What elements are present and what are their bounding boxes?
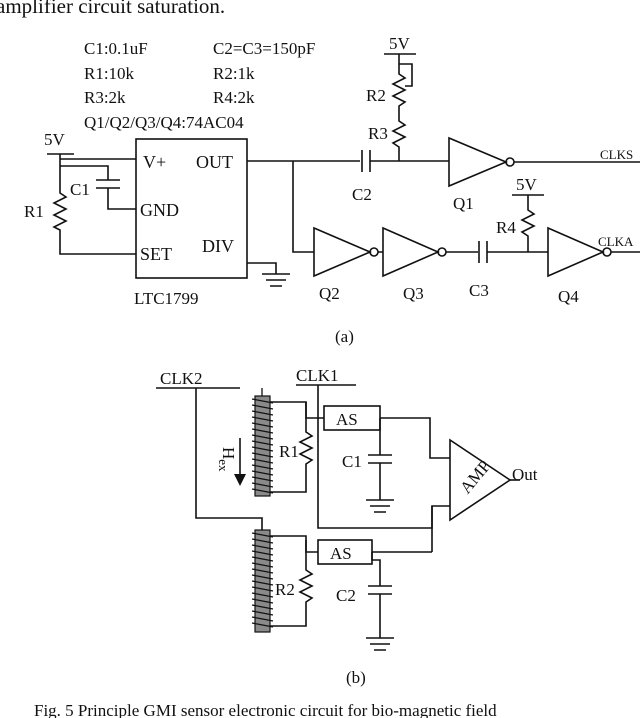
- resistor-r2-b: [270, 535, 314, 627]
- amp-label: AMP: [456, 457, 494, 497]
- capacitor-c2-b: [368, 506, 433, 638]
- chip-pin-set: SET: [140, 244, 172, 264]
- r2-wiper: [399, 63, 413, 87]
- output-clks: CLKS: [600, 147, 633, 162]
- chip-pin-div: DIV: [202, 236, 234, 256]
- label-r3: R3: [368, 124, 388, 143]
- resistor-r2-r3: [391, 54, 407, 161]
- label-c2-b: C2: [336, 586, 356, 605]
- output-clka: CLKA: [598, 234, 634, 249]
- label-q1: Q1: [453, 194, 474, 213]
- chip-pin-out: OUT: [196, 152, 233, 172]
- clk1-label: CLK1: [296, 366, 339, 385]
- resistor-r4: [520, 195, 536, 252]
- as2-label: AS: [330, 544, 352, 563]
- field-h-label: Hex: [216, 447, 238, 472]
- chip-name: LTC1799: [134, 289, 199, 308]
- panel-b: CLK2 CLK1 R1 Hex AS C1 AMP Out R2: [156, 366, 538, 687]
- wire-r1-as1: [305, 402, 324, 419]
- chip-pin-vplus: V+: [143, 152, 166, 172]
- param-inverters: Q1/Q2/Q3/Q4:74AC04: [84, 113, 244, 132]
- top-caption-fragment: amplifier circuit saturation.: [0, 0, 225, 18]
- supply-right-label: 5V: [516, 175, 538, 194]
- label-c3: C3: [469, 281, 489, 300]
- inverter-q3: [382, 226, 441, 278]
- inverter-q4: [547, 226, 606, 278]
- wire-div-ground: [247, 262, 277, 274]
- param-r2: R2:1k: [213, 64, 255, 83]
- wire-clk2: [156, 387, 263, 530]
- gmi-wire-1: [254, 395, 271, 497]
- param-r4: R4:2k: [213, 88, 255, 107]
- capacitor-c1: [60, 165, 136, 210]
- clk2-label: CLK2: [160, 369, 203, 388]
- label-q4: Q4: [558, 287, 579, 306]
- inverter-q1: [448, 136, 509, 188]
- as1-label: AS: [336, 410, 358, 429]
- param-r3: R3:2k: [84, 88, 126, 107]
- label-r4: R4: [496, 218, 516, 237]
- gmi-wire-2: [254, 529, 271, 633]
- amp-out-label: Out: [512, 465, 538, 484]
- wire-r2-as2: [305, 540, 318, 553]
- ground-symbol-a: [262, 273, 290, 287]
- wire-branch-q2: [292, 161, 314, 253]
- capacitor-c1-b: [368, 418, 392, 500]
- supply-top-label: 5V: [389, 34, 411, 53]
- coil-2-windings: [251, 532, 274, 628]
- capacitor-c2: [361, 150, 371, 172]
- amplifier: [449, 438, 512, 522]
- param-c1: C1:0.1uF: [84, 39, 148, 58]
- resistor-r1-b: [270, 401, 314, 493]
- chip-pin-gnd: GND: [140, 200, 179, 220]
- field-arrow-head: [234, 474, 246, 486]
- label-q3: Q3: [403, 284, 424, 303]
- capacitor-c3: [478, 241, 488, 263]
- supply-left-label: 5V: [44, 130, 66, 149]
- label-c1: C1: [70, 180, 90, 199]
- label-q2: Q2: [319, 284, 340, 303]
- panel-a-label: (a): [335, 327, 354, 346]
- figure-caption: Fig. 5 Principle GMI sensor electronic c…: [34, 701, 497, 718]
- coil-1-windings: [251, 398, 274, 494]
- param-c2-c3: C2=C3=150pF: [213, 39, 315, 58]
- label-r2-b: R2: [275, 580, 295, 599]
- label-c1-b: C1: [342, 452, 362, 471]
- param-r1: R1:10k: [84, 64, 135, 83]
- label-r1: R1: [24, 202, 44, 221]
- panel-a: C1:0.1uF C2=C3=150pF R1:10k R2:1k R3:2k …: [24, 34, 640, 346]
- label-r2: R2: [366, 86, 386, 105]
- wire-as1-amp: [380, 417, 450, 459]
- ground-symbol-b1: [366, 499, 394, 513]
- inverter-q2: [313, 226, 373, 278]
- label-c2: C2: [352, 185, 372, 204]
- panel-b-label: (b): [346, 668, 366, 687]
- label-r1-b: R1: [279, 442, 299, 461]
- ground-symbol-b2: [366, 637, 394, 651]
- resistor-r1: [52, 154, 136, 255]
- chip-ltc1799: [135, 138, 248, 279]
